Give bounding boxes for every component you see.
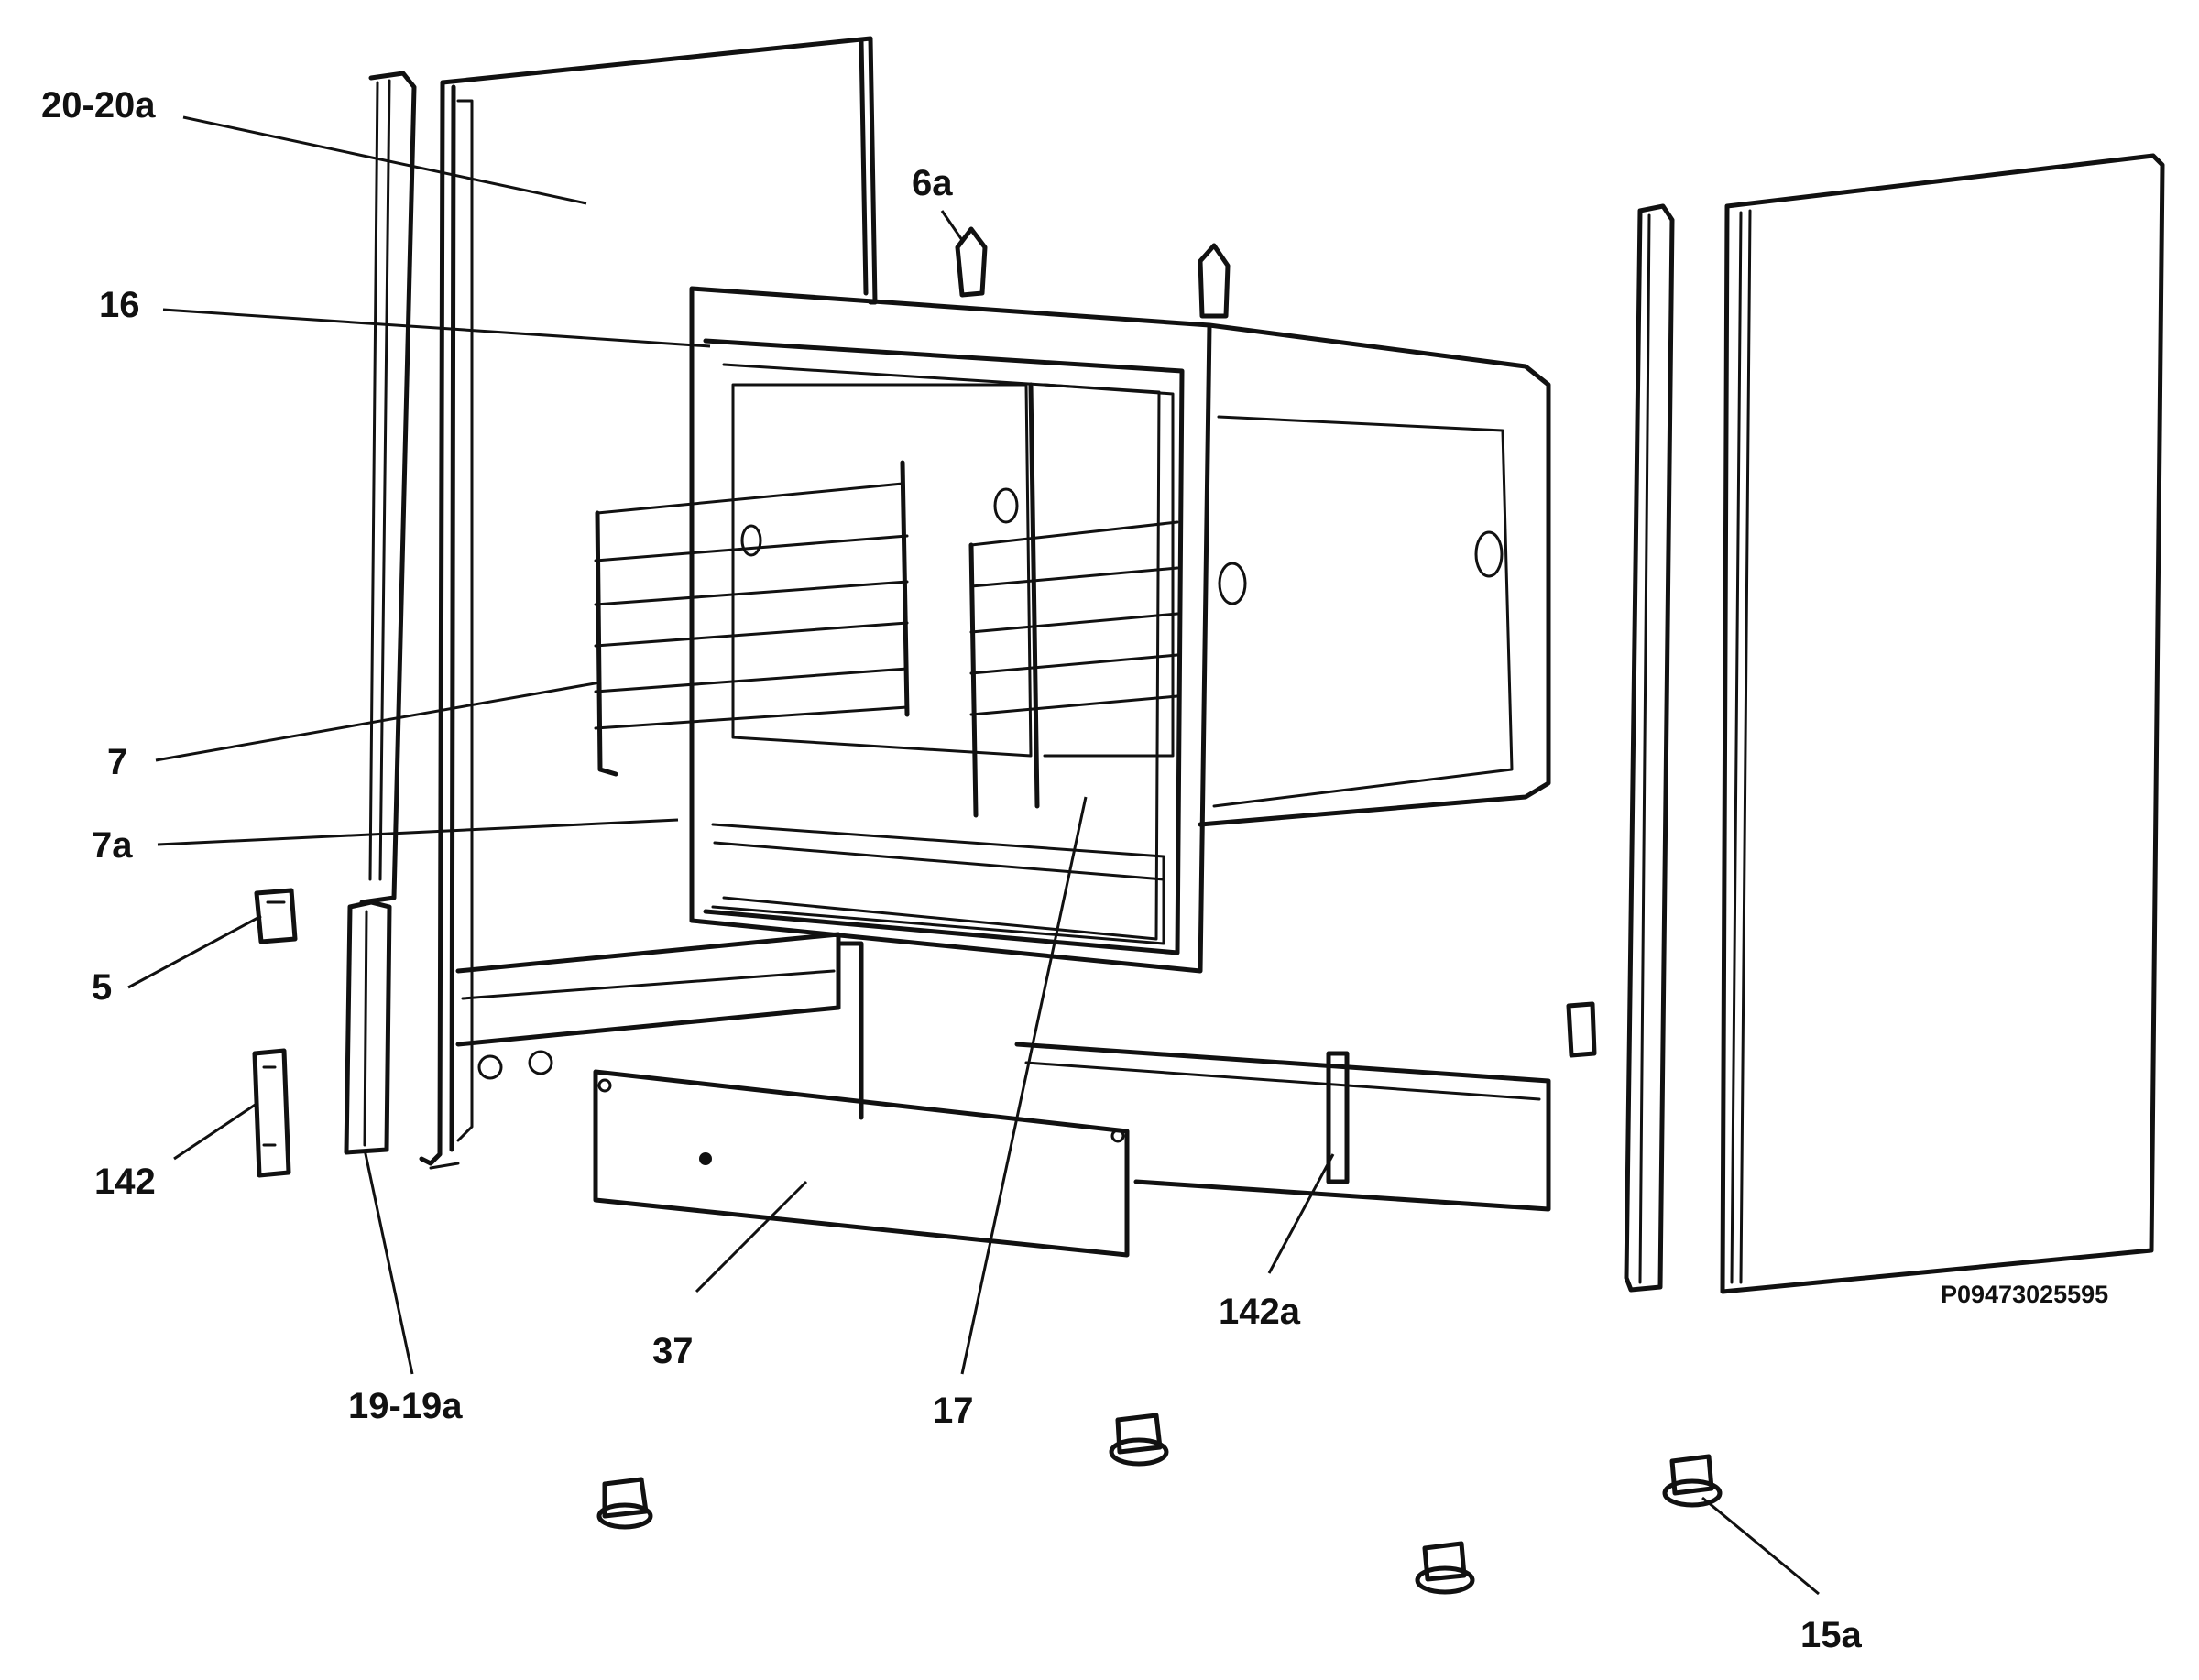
drawing-code: P09473025595 xyxy=(1941,1281,2109,1308)
left-front-strip xyxy=(359,71,417,905)
oven-cavity xyxy=(689,286,1551,974)
label-6a: 6a xyxy=(912,163,953,203)
rear-rail xyxy=(1014,1042,1551,1212)
clip-right xyxy=(1566,1001,1597,1058)
right-front-strip xyxy=(1624,203,1675,1293)
lower-strip xyxy=(344,900,392,1155)
leader-6a xyxy=(940,210,964,241)
label-15a: 15a xyxy=(1800,1615,1862,1655)
right-side-panel xyxy=(1720,153,2165,1294)
foot-4 xyxy=(1662,1454,1723,1508)
leader-20-20a xyxy=(182,115,587,205)
leader-17 xyxy=(960,796,1088,1375)
label-17: 17 xyxy=(933,1391,974,1431)
label-5: 5 xyxy=(92,967,113,1008)
leader-7a xyxy=(157,818,679,846)
leader-37 xyxy=(695,1180,808,1293)
label-7a: 7a xyxy=(92,825,133,866)
leader-15a xyxy=(1701,1496,1820,1596)
base-rails xyxy=(455,932,864,1120)
leader-16 xyxy=(162,308,711,348)
label-7: 7 xyxy=(107,742,128,782)
right-oven-rack xyxy=(968,520,1179,818)
label-20-20a: 20-20a xyxy=(41,85,156,125)
leader-142a xyxy=(1267,1153,1335,1274)
hook-6a-left xyxy=(955,226,988,298)
foot-3 xyxy=(1415,1541,1475,1595)
leader-142 xyxy=(173,1102,257,1161)
clip-5 xyxy=(254,888,298,944)
label-142a: 142a xyxy=(1219,1292,1300,1332)
leader-19-19a xyxy=(363,1149,414,1375)
leader-5 xyxy=(127,914,262,989)
leader-7 xyxy=(155,681,601,762)
label-37: 37 xyxy=(652,1331,694,1371)
hook-6a-right xyxy=(1198,243,1231,319)
label-142: 142 xyxy=(94,1162,156,1202)
bracket-142 xyxy=(252,1048,291,1178)
leader-lines xyxy=(127,115,1820,1596)
foot-1 xyxy=(596,1477,653,1530)
left-oven-rack xyxy=(594,460,910,777)
label-19-19a: 19-19a xyxy=(348,1386,463,1426)
kick-plate xyxy=(593,1069,1130,1258)
left-side-panel xyxy=(419,36,878,1170)
label-16: 16 xyxy=(99,285,140,325)
foot-2 xyxy=(1109,1413,1169,1467)
